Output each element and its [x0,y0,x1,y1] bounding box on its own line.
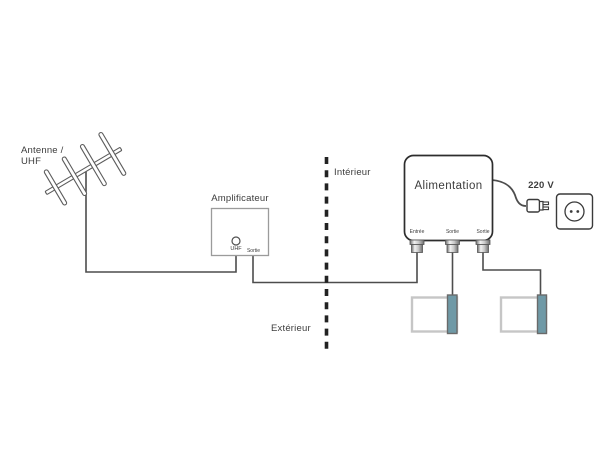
coax-cable-amp-to-power-supply [252,251,418,284]
antenna-element [98,131,127,176]
f-connector-sortie2 [475,239,491,253]
tv1-tuner-bar [446,294,458,335]
amplifier-uhf-port-label: UHF [230,246,242,252]
amplifier-output-port-label: Sortie [246,247,261,254]
exterior-zone-label: Extérieur [271,323,311,334]
f-connector-entree [409,239,425,253]
coax-cable-to-tv2 [482,251,542,297]
power-supply-input-label: Entrée [409,228,425,235]
amplifier-title: Amplificateur [211,193,269,204]
f-connector-sortie1 [445,239,460,253]
antenna-icon [43,131,127,206]
coax-cable-antenna-to-amp [85,169,237,273]
tv2 [499,294,548,335]
tv2-tuner-bar [536,294,548,335]
power-supply-output1-label: Sortie [445,228,460,235]
plug-icon [526,198,550,213]
antenna-label: Antenne / UHF [21,145,64,167]
power-supply-output2-label: Sortie [476,228,490,235]
amplifier-box [210,207,270,257]
antenna-element [79,144,107,187]
voltage-label: 220 V [528,180,554,191]
antenna-element [43,169,68,206]
outlet-icon [555,193,594,230]
uhf-connector-ring [231,236,241,246]
power-cable [491,179,527,207]
power-supply-title: Alimentation [414,180,483,192]
antenna-element [61,156,88,197]
antenna-boom [44,147,123,195]
tv1 [410,294,459,335]
interior-zone-label: Intérieur [334,167,371,178]
